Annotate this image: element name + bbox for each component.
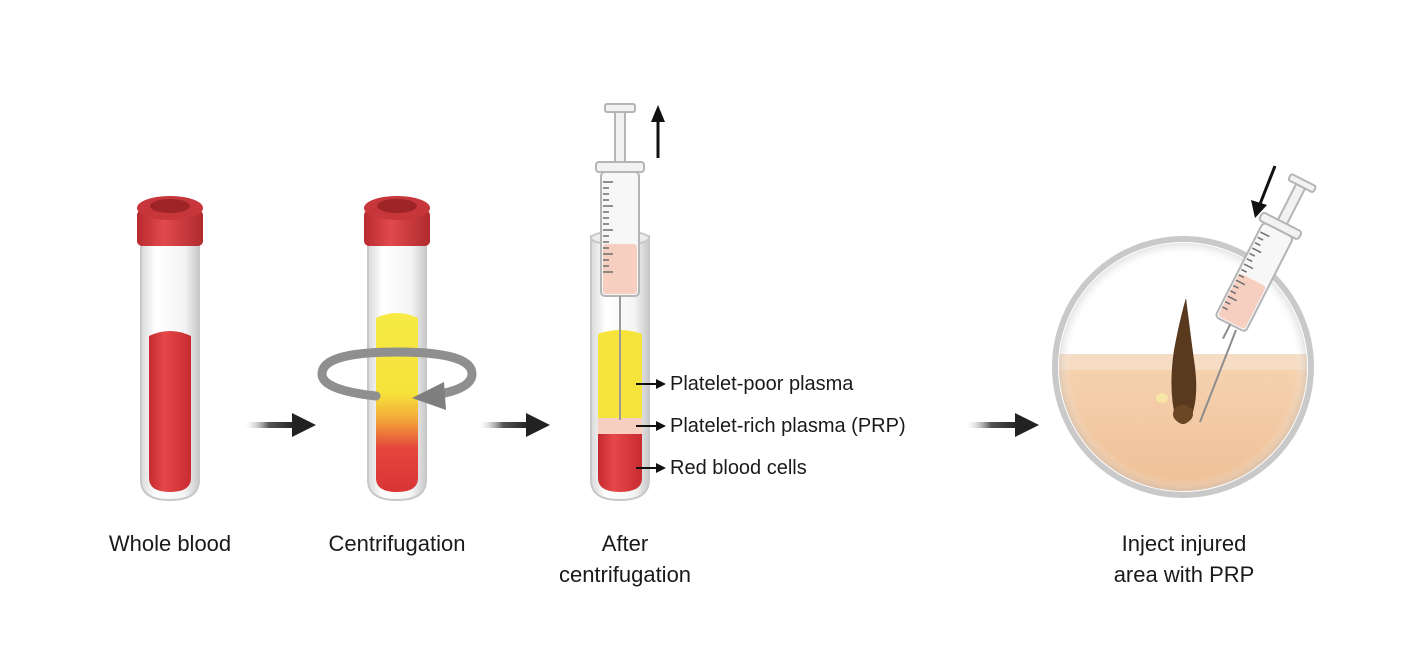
- syringe-icon: [1215, 173, 1317, 340]
- layer-label-platelet-poor: Platelet-poor plasma: [670, 373, 854, 395]
- right-arrow-icon: [477, 413, 550, 437]
- step-label-line: After: [601, 531, 649, 556]
- step-label-line: centrifugation: [558, 562, 692, 587]
- layer-label-red-cells: Red blood cells: [670, 457, 807, 479]
- centrifugation-tube: [317, 196, 477, 502]
- step-label-line: Inject injured: [1121, 531, 1247, 556]
- step-label-inject: Inject injured area with PRP: [1095, 528, 1273, 590]
- step-label-after-centrifugation: After centrifugation: [540, 528, 710, 590]
- down-arrow-icon: [1251, 165, 1277, 218]
- platelet-rich-layer: [598, 418, 642, 434]
- red-cells-layer: [598, 434, 642, 492]
- up-arrow-icon: [651, 105, 665, 158]
- whole-blood-tube: [137, 196, 203, 502]
- layer-label-platelet-rich: Platelet-rich plasma (PRP): [670, 415, 906, 437]
- tube-cap: [137, 196, 203, 246]
- step-label-centrifugation: Centrifugation: [328, 531, 466, 556]
- syringe-icon: [595, 103, 645, 420]
- separating-blood-fill: [376, 313, 418, 492]
- after-centrifugation-tube: [590, 103, 665, 502]
- rotation-arrow-icon: [317, 347, 477, 410]
- right-arrow-icon: [964, 413, 1039, 437]
- right-arrow-icon: [243, 413, 316, 437]
- tube-cap: [364, 196, 430, 246]
- injection-magnifier: [1052, 165, 1317, 498]
- layer-pointer-arrows: [636, 379, 666, 473]
- step-label-whole-blood: Whole blood: [108, 531, 232, 556]
- step-label-line: area with PRP: [1113, 562, 1255, 587]
- whole-blood-fill: [149, 331, 191, 492]
